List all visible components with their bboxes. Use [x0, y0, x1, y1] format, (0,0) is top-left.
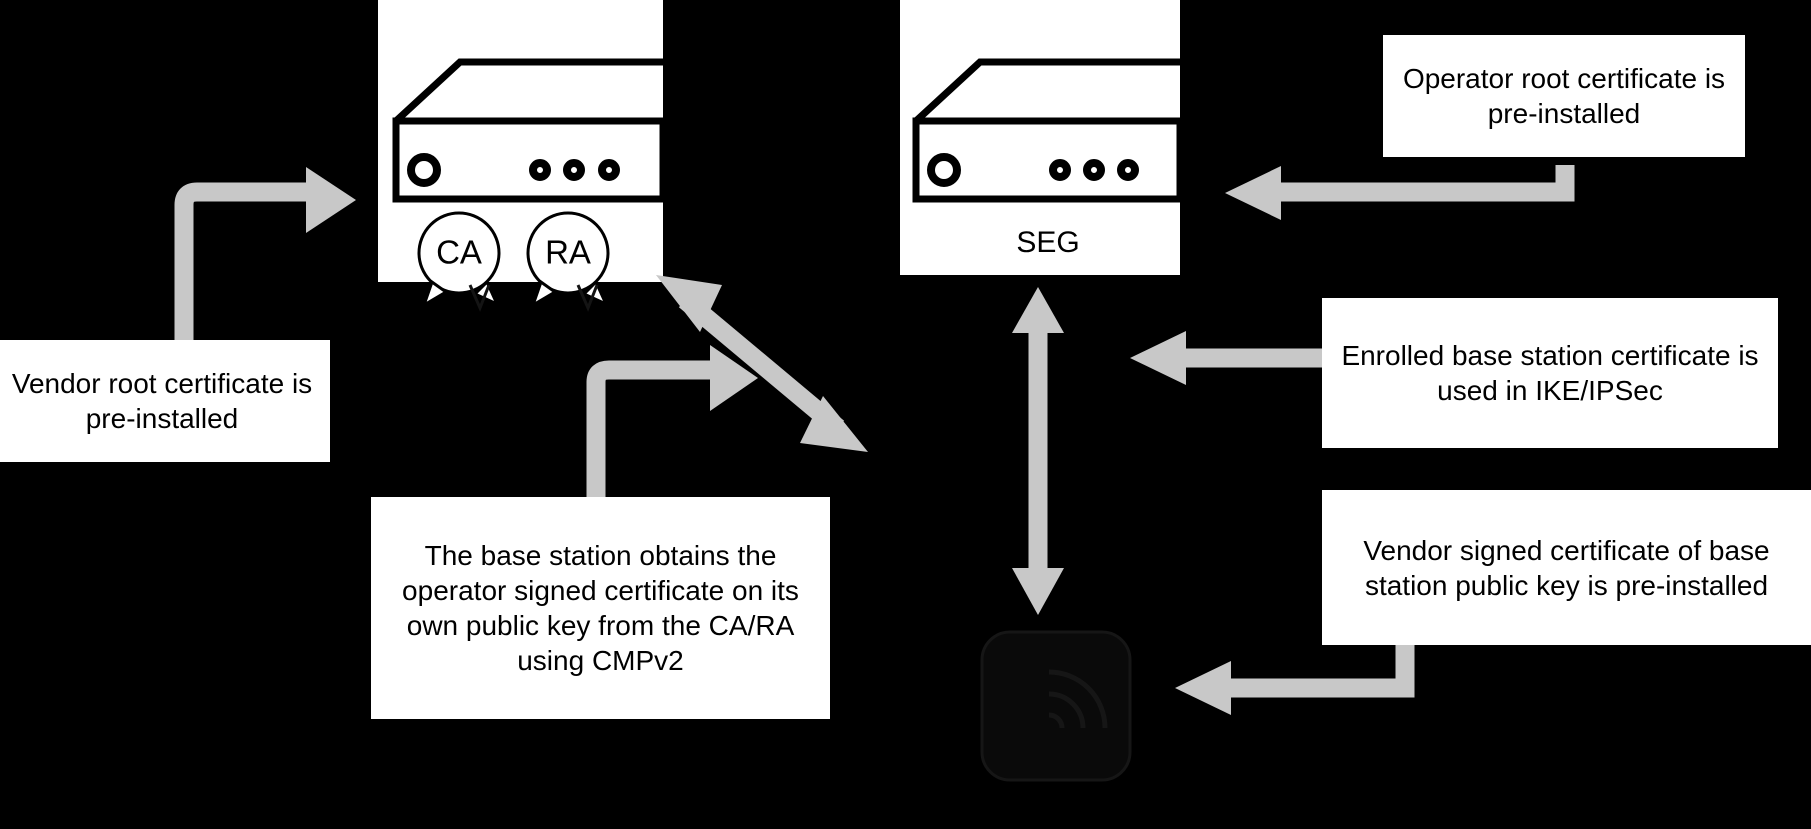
base-station-device-icon: [392, 58, 667, 203]
vendor-root-to-base-station-arrow: [174, 167, 356, 350]
cmpv2-enrolment-text: The base station obtains the operator si…: [402, 540, 799, 676]
seg-panel: [900, 0, 1180, 275]
operator-root-certificate-callout[interactable]: Operator root certificate is pre-install…: [1383, 35, 1745, 157]
base-station-to-seg-arrow: [656, 275, 868, 452]
enrolled-certificate-ike-text: Enrolled base station certificate is use…: [1341, 340, 1759, 406]
enrolled-certificate-ike-callout[interactable]: Enrolled base station certificate is use…: [1322, 298, 1778, 448]
ca-bubble: CA: [417, 211, 501, 309]
seg-device-icon: [912, 58, 1184, 203]
vendor-signed-certificate-callout[interactable]: Vendor signed certificate of base statio…: [1322, 490, 1811, 645]
operator-root-certificate-text: Operator root certificate is pre-install…: [1402, 63, 1726, 129]
seg-to-remote-base-station-arrow: [1012, 287, 1064, 615]
vendor-signed-certificate-arrow: [1175, 645, 1415, 715]
vendor-root-certificate-text: Vendor root certificate is pre-installed: [11, 368, 313, 434]
ra-bubble: RA: [526, 211, 610, 309]
remote-base-station-icon: [980, 630, 1132, 782]
ca-bubble-label: CA: [436, 234, 482, 271]
seg-label-text: SEG: [1016, 226, 1080, 259]
enrolled-certificate-arrow: [1130, 331, 1330, 385]
vendor-root-certificate-callout[interactable]: Vendor root certificate is pre-installed: [0, 340, 330, 462]
cmpv2-to-ca-ra-arrow: [586, 345, 758, 500]
vendor-signed-certificate-text: Vendor signed certificate of base statio…: [1363, 534, 1770, 601]
seg-label: SEG: [916, 226, 1180, 260]
ra-bubble-label: RA: [545, 234, 591, 271]
operator-root-to-seg-arrow: [1225, 165, 1575, 220]
cmpv2-enrolment-callout[interactable]: The base station obtains the operator si…: [371, 497, 830, 719]
